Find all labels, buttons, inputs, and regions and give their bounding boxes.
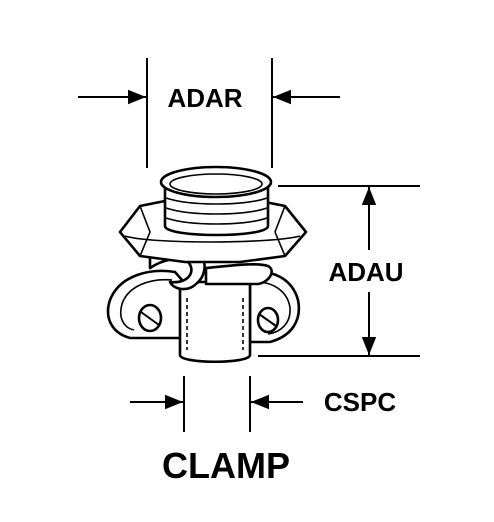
right-wing-inner-edge <box>255 281 291 335</box>
top-opening-inner-rim <box>169 173 263 195</box>
adau-dimension: ADAU <box>258 185 420 357</box>
top-opening <box>159 165 273 199</box>
thread-lines <box>165 197 268 225</box>
adau-label: ADAU <box>328 257 403 287</box>
strap-band <box>204 263 273 286</box>
adar-dimension: ADAR <box>78 58 340 168</box>
part-name-caption: CLAMP <box>162 445 290 486</box>
clamp-barrel <box>178 280 252 364</box>
hex-locknut-lower-edge <box>124 235 301 243</box>
clamp-illustration <box>106 165 308 364</box>
left-wing-inner-edge <box>119 278 173 331</box>
hex-locknut-facets <box>139 196 286 257</box>
cspc-dimension: CSPC <box>130 376 396 432</box>
cspc-label: CSPC <box>324 387 396 417</box>
right-screw-slot <box>258 313 277 327</box>
left-screw-slot <box>140 311 160 326</box>
left-saddle-wing <box>106 269 184 340</box>
adar-label: ADAR <box>167 83 242 113</box>
